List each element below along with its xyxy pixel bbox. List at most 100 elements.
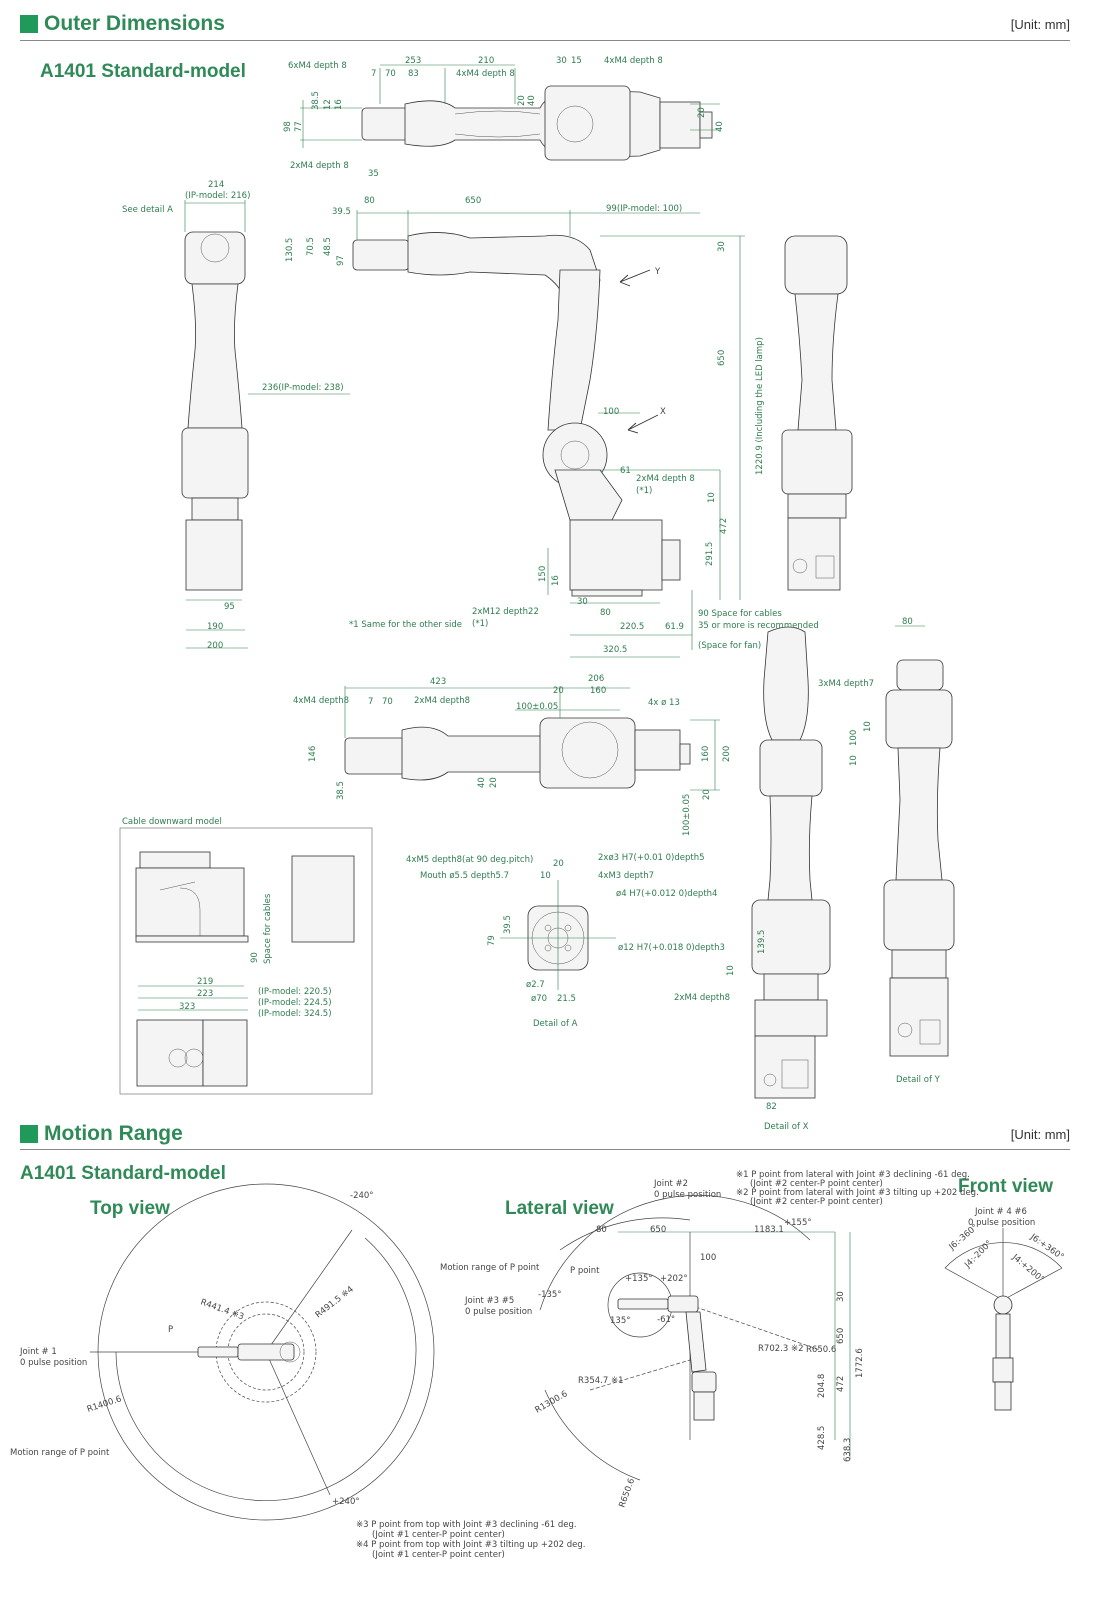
r650-b: R650.6	[617, 1477, 637, 1509]
dim-70-b: 70	[382, 697, 393, 707]
dim-10-f: 10	[540, 871, 551, 881]
dim-80: 80	[364, 196, 375, 206]
joint35: Joint #3 #5	[464, 1296, 514, 1306]
lat-135p: +135°	[625, 1274, 653, 1284]
dim-160-v: 160	[701, 746, 711, 762]
label-star1: (*1)	[636, 486, 652, 496]
detail-x-view	[751, 626, 831, 1099]
label-ip2: (IP-model: 224.5)	[258, 998, 332, 1008]
dim-95: 95	[224, 602, 235, 612]
a360p: J6:+360°	[1027, 1232, 1065, 1263]
dim-97: 97	[336, 255, 346, 266]
dim-150: 150	[538, 566, 548, 582]
r441: R441.4 ※3	[199, 1297, 245, 1322]
dim-10: 10	[707, 492, 717, 503]
dim-220-5: 220.5	[620, 622, 644, 632]
lat-135m: 135°	[610, 1316, 630, 1326]
dim-48-5: 48.5	[323, 237, 333, 256]
dim-20-c: 20	[553, 686, 564, 696]
dim-80-y: 80	[902, 617, 913, 627]
dim-79: 79	[487, 935, 497, 946]
dim-253: 253	[405, 56, 421, 66]
dim-21-5: 21.5	[557, 994, 576, 1004]
cable-downward-drawing	[135, 851, 355, 1087]
dim-210: 210	[478, 56, 494, 66]
note2a: ※2 P point from lateral with Joint #3 ti…	[736, 1188, 979, 1198]
joint46-b: 0 pulse position	[968, 1218, 1035, 1228]
label-cable-space: 90 Space for cables	[698, 609, 782, 619]
dim-190: 190	[207, 622, 223, 632]
lat-638: 638.3	[843, 1438, 853, 1462]
dim-70: 70	[385, 69, 396, 79]
label-phi3: 2xø3 H7(+0.01 0)depth5	[598, 853, 705, 863]
dim-139-5: 139.5	[757, 930, 767, 954]
r354: R354.7 ※1	[578, 1376, 623, 1386]
label-phi4: ø4 H7(+0.012 0)depth4	[616, 889, 717, 899]
joint35-b: 0 pulse position	[465, 1307, 532, 1317]
lat-202: +202°	[660, 1274, 688, 1284]
motion-range-header: Motion Range	[20, 1121, 183, 1147]
top-plan-view	[300, 64, 720, 161]
label-space-cables: Space for cables	[263, 893, 273, 964]
dim-236: 236(IP-model: 238)	[262, 383, 344, 393]
dim-650-v: 650	[717, 350, 727, 366]
label-cable-downward: Cable downward model	[122, 817, 222, 827]
dim-423: 423	[430, 677, 446, 687]
dim-70-5: 70.5	[306, 237, 316, 256]
note3a: ※3 P point from top with Joint #3 declin…	[356, 1520, 577, 1530]
dim-472: 472	[719, 518, 729, 534]
lat-1772: 1772.6	[855, 1348, 865, 1378]
lat-155: +155°	[784, 1218, 812, 1228]
dim-160: 160	[590, 686, 606, 696]
dim-20-f: 20	[553, 859, 564, 869]
model-title-bottom: A1401 Standard-model	[20, 1163, 226, 1184]
cable-downward-box	[119, 827, 373, 1095]
note4a: ※4 P point from top with Joint #3 tiltin…	[356, 1540, 586, 1550]
p-point-lateral: P point	[570, 1266, 600, 1276]
mr-p-top: Motion range of P point	[10, 1448, 110, 1458]
label-fan: (Space for fan)	[698, 641, 761, 651]
label-2xm12: 2xM12 depth22	[472, 607, 539, 617]
label-star1b: (*1)	[472, 619, 488, 629]
label-m5: 4xM5 depth8(at 90 deg.pitch)	[406, 855, 533, 865]
motion-top-view	[90, 1183, 435, 1521]
label-2xm4-top: 2xM4 depth 8	[290, 161, 349, 171]
dim-291-5: 291.5	[705, 542, 715, 566]
detail-a-drawing	[500, 880, 616, 990]
label-2xm4-depth8: 2xM4 depth8	[414, 696, 470, 706]
label-same-side: *1 Same for the other side	[349, 620, 462, 630]
top-view-title: Top view	[90, 1198, 170, 1219]
label-recommended: 35 or more is recommended	[698, 621, 819, 631]
label-m3: 4xM3 depth7	[598, 871, 654, 881]
label-ip1: (IP-model: 220.5)	[258, 987, 332, 997]
label-4xm4-b: 4xM4 depth 8	[604, 56, 663, 66]
label-4xm4-a: 4xM4 depth 8	[456, 69, 515, 79]
axis-y-label: Y	[654, 267, 661, 277]
r702: R702.3 ※2	[758, 1344, 803, 1354]
dim-30-v: 30	[717, 241, 727, 252]
note3b: (Joint #1 center-P point center)	[372, 1530, 505, 1540]
back-view-right	[781, 235, 853, 591]
dim-20-e: 20	[702, 789, 712, 800]
p-point-top: P	[168, 1325, 173, 1335]
mid-top-view	[344, 686, 720, 791]
label-ip3: (IP-model: 324.5)	[258, 1009, 332, 1019]
label-6xm4: 6xM4 depth 8	[288, 61, 347, 71]
dim-phi2-7: ø2.7	[526, 980, 545, 990]
axis-x-label: X	[660, 407, 666, 417]
unit-label-top: [Unit: mm]	[1010, 17, 1070, 32]
joint1-b: 0 pulse position	[20, 1358, 87, 1368]
dim-10-g: 10	[726, 965, 736, 976]
motion-lateral-view	[539, 1195, 851, 1481]
dim-tol100-v: 100±0.05	[682, 794, 692, 836]
mr-p-lateral: Motion range of P point	[440, 1263, 540, 1273]
r650: R650.6	[806, 1345, 836, 1355]
dim-99: 99(IP-model: 100)	[606, 204, 682, 214]
a360n: J6:-360°	[947, 1223, 980, 1253]
note1b: (Joint #2 center-P point center)	[750, 1179, 883, 1189]
r1300: R1300.6	[534, 1389, 570, 1415]
side-view-center	[352, 210, 745, 658]
dim-206: 206	[588, 674, 604, 684]
dim-7: 7	[371, 69, 376, 79]
lat-1183: 1183.1	[754, 1225, 784, 1235]
